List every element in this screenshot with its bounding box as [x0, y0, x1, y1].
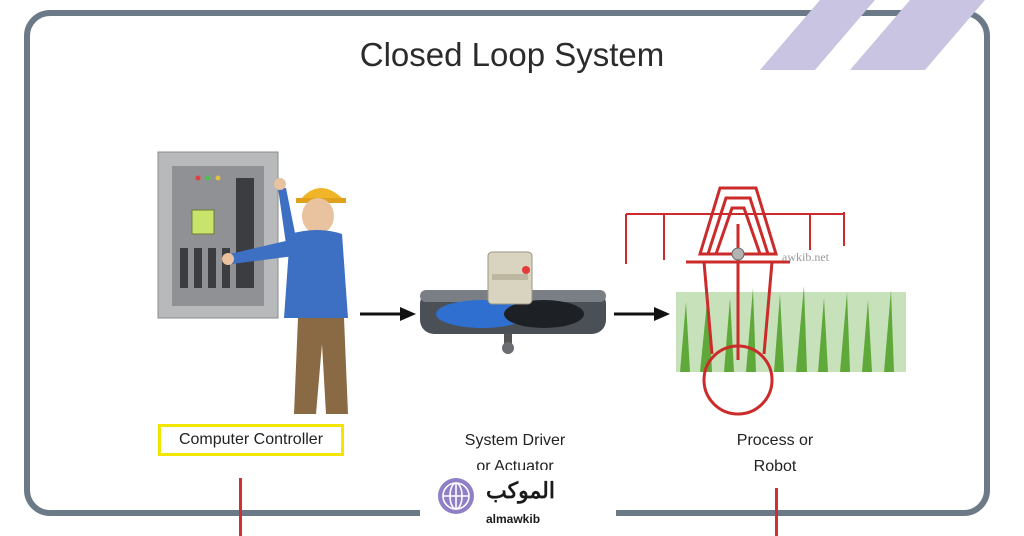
computer-controller-label: Computer Controller	[158, 424, 344, 456]
arrow-driver-to-process	[614, 307, 670, 321]
process-robot-line1: Process or	[736, 432, 814, 449]
robot-illustration	[625, 186, 906, 416]
system-driver-line1: System Driver	[464, 432, 566, 449]
controller-illustration	[157, 151, 348, 414]
decorative-stripes	[760, 0, 985, 70]
logo-arabic-text: الموكب	[486, 478, 555, 503]
globe-icon	[438, 478, 474, 514]
process-robot-label: Process or Robot	[700, 428, 850, 480]
feedback-line-right	[775, 488, 778, 536]
diagram-title: Closed Loop System	[359, 36, 665, 73]
arrow-controller-to-driver	[360, 307, 416, 321]
almawkib-logo: الموكب almawkib	[420, 470, 616, 536]
logo-latin-text: almawkib	[486, 512, 541, 526]
feedback-line-left	[239, 478, 242, 536]
process-robot-line2: Robot	[753, 458, 797, 475]
watermark-text: awkib.net	[782, 250, 829, 264]
actuator-illustration	[420, 251, 606, 354]
